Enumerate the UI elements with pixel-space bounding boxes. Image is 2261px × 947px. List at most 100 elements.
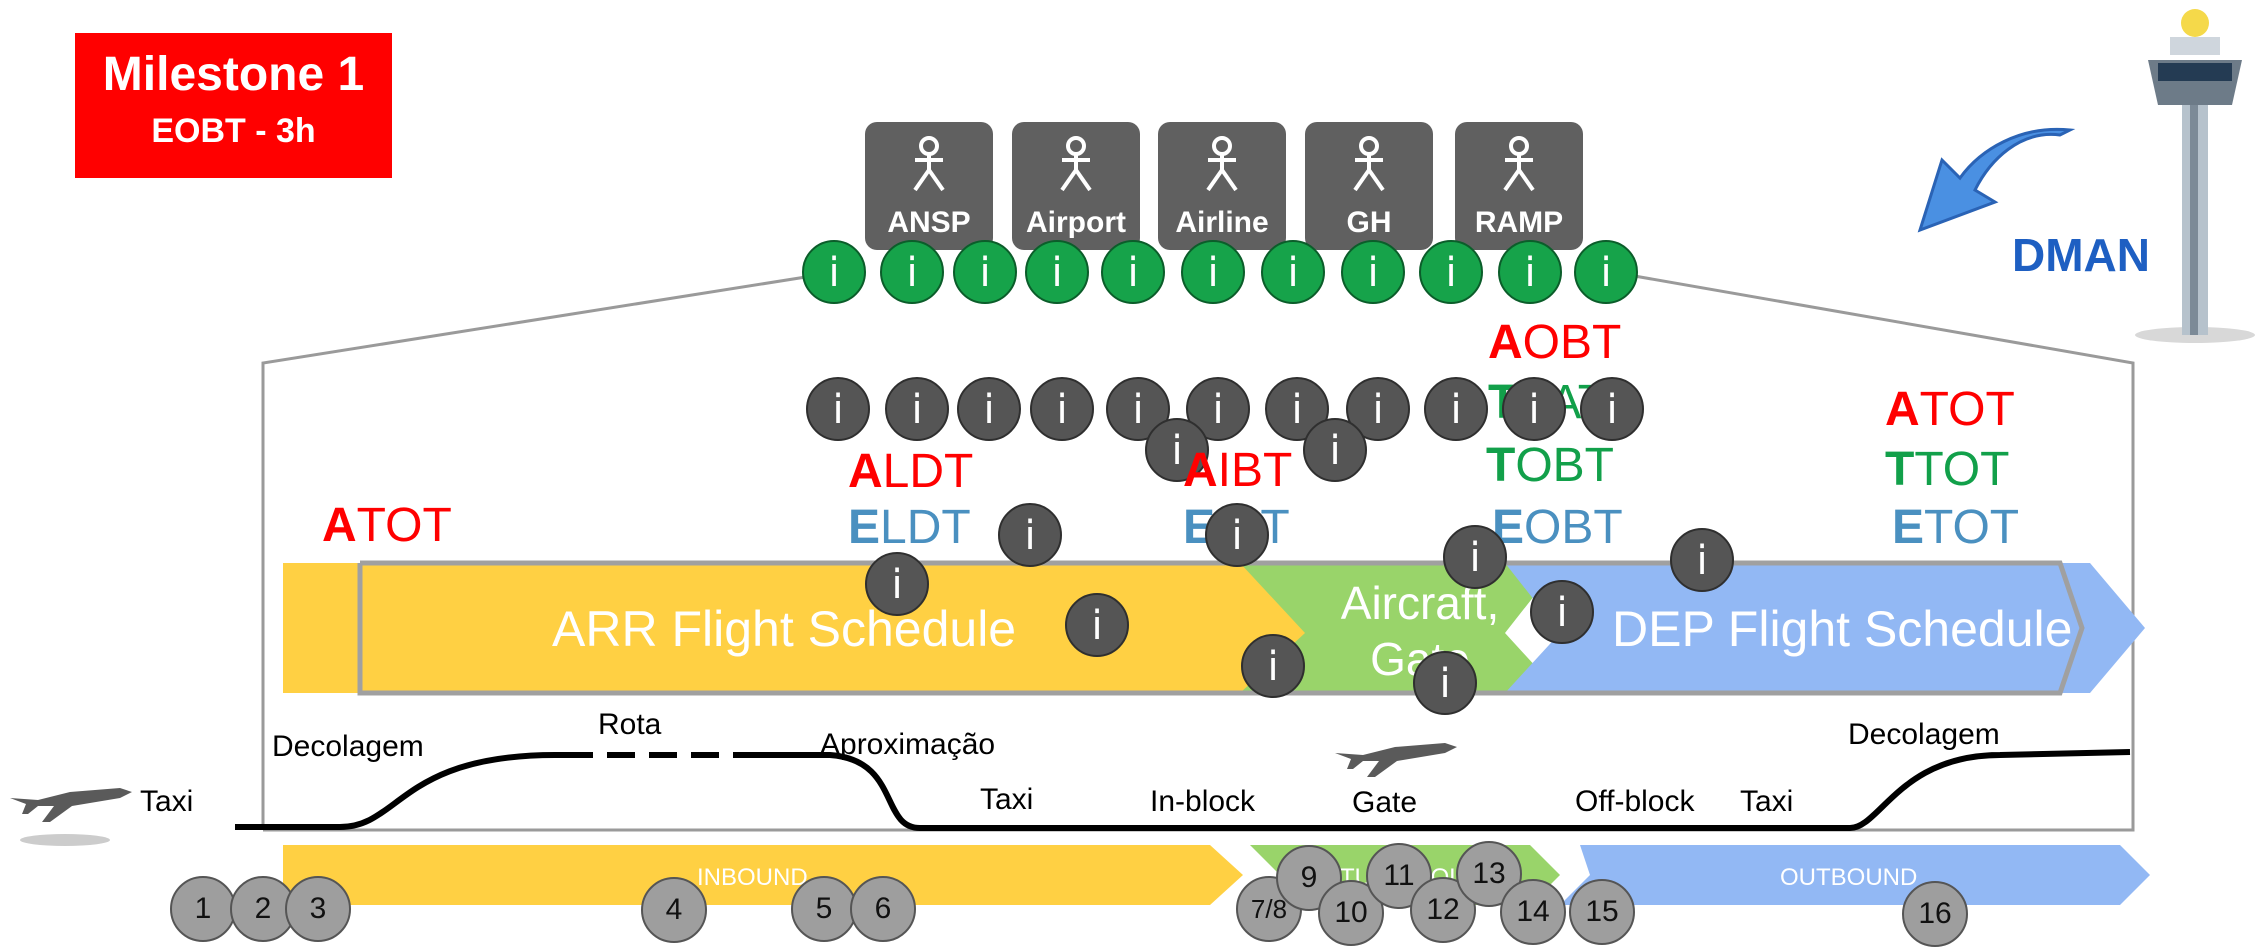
info-icon[interactable]: i [1030, 377, 1094, 441]
step-3[interactable]: 3 [285, 876, 351, 942]
info-icon[interactable]: i [1670, 528, 1734, 592]
phase-taxi-mid: Taxi [980, 783, 1034, 816]
info-icon[interactable]: i [806, 377, 870, 441]
milestone-tobt: TOBT [1486, 439, 1614, 492]
milestone-title: Milestone 1 [102, 48, 365, 101]
step-15[interactable]: 15 [1569, 879, 1635, 945]
info-icon[interactable]: i [1106, 377, 1170, 441]
milestone-atot-left: ATOT [322, 499, 452, 552]
process-outline [261, 268, 851, 830]
person-icon [1503, 136, 1535, 192]
person-icon [1353, 136, 1385, 192]
info-icon[interactable]: i [1424, 377, 1488, 441]
info-icon[interactable]: i [1101, 240, 1165, 304]
info-icon[interactable]: i [1205, 503, 1269, 567]
band-border [357, 560, 2085, 696]
info-icon[interactable]: i [1443, 525, 1507, 589]
milestone-aldt: ALDT [848, 445, 974, 498]
outbound-band-shape [1560, 845, 2150, 905]
milestone-eldt: ELDT [848, 501, 971, 554]
control-tower-icon [2135, 9, 2255, 343]
actor-label: Airport [1026, 206, 1126, 239]
info-icon[interactable]: i [1498, 240, 1562, 304]
milestone-box: Milestone 1 EOBT - 3h [75, 33, 392, 178]
phase-decolagem-right: Decolagem [1848, 718, 2000, 751]
outbound-label: OUTBOUND [1780, 864, 1918, 891]
info-icon[interactable]: i [1145, 418, 1209, 482]
info-icon[interactable]: i [1419, 240, 1483, 304]
step-16[interactable]: 16 [1902, 881, 1968, 947]
flight-profile-descent [740, 749, 2131, 831]
step-5[interactable]: 5 [791, 876, 857, 942]
dep-band-tip [2060, 563, 2145, 693]
phase-aproximacao: Aproximação [820, 728, 996, 761]
info-icon[interactable]: i [1181, 240, 1245, 304]
milestone-aobt: AOBT [1488, 316, 1622, 369]
inbound-band-shape [283, 845, 1243, 905]
milestone-ttot: TTOT [1885, 443, 2010, 496]
info-icon[interactable]: i [880, 240, 944, 304]
step-13[interactable]: 13 [1456, 841, 1522, 907]
step-6[interactable]: 6 [850, 876, 916, 942]
actor-label: RAMP [1474, 206, 1564, 239]
dep-band-shape [1505, 563, 2140, 693]
arr-flight-schedule-label: ARR Flight Schedule [552, 601, 1017, 657]
phase-decolagem-left: Decolagem [272, 730, 424, 763]
info-icon[interactable]: i [998, 503, 1062, 567]
info-icon[interactable]: i [1341, 240, 1405, 304]
milestone-etot: ETOT [1892, 501, 2020, 554]
info-icon[interactable]: i [1241, 634, 1305, 698]
phase-in-block: In-block [1150, 785, 1256, 818]
info-icon[interactable]: i [1580, 377, 1644, 441]
phase-taxi-left: Taxi [140, 785, 194, 818]
aircraft-gate-band-shape [1240, 563, 1560, 693]
actor-airline: Airline [1158, 122, 1286, 250]
step-1[interactable]: 1 [170, 876, 236, 942]
info-icon[interactable]: i [1261, 240, 1325, 304]
airplane-gate-icon [1335, 743, 1457, 777]
step-14[interactable]: 14 [1500, 879, 1566, 945]
info-icon[interactable]: i [953, 240, 1017, 304]
info-icon[interactable]: i [802, 240, 866, 304]
step-9[interactable]: 9 [1276, 845, 1342, 911]
info-icon[interactable]: i [865, 552, 929, 616]
info-icon[interactable]: i [1413, 651, 1477, 715]
actor-gh: GH [1305, 122, 1433, 250]
milestone-aibt: AIBT [1183, 444, 1293, 497]
actor-label: ANSP [887, 206, 971, 239]
flight-profile-line [235, 752, 565, 830]
dep-flight-schedule-label: DEP Flight Schedule [1612, 601, 2073, 657]
phase-taxi-right: Taxi [1740, 785, 1794, 818]
info-icon[interactable]: i [1574, 240, 1638, 304]
arr-band-shape [283, 563, 1315, 693]
info-icon[interactable]: i [1530, 580, 1594, 644]
actor-label: GH [1346, 206, 1392, 239]
info-icon[interactable]: i [957, 377, 1021, 441]
milestone-atot-right: ATOT [1885, 383, 2015, 436]
info-icon[interactable]: i [1065, 593, 1129, 657]
person-icon [1206, 136, 1238, 192]
actor-ramp: RAMP [1455, 122, 1583, 250]
info-icon[interactable]: i [885, 377, 949, 441]
person-icon [913, 136, 945, 192]
step-12[interactable]: 12 [1410, 877, 1476, 943]
person-icon [1060, 136, 1092, 192]
airplane-left-icon [10, 788, 132, 846]
actor-label: Airline [1175, 206, 1269, 239]
inbound-label: INBOUND [697, 864, 808, 891]
dman-arrow-icon [1917, 127, 2076, 233]
actor-ansp: ANSP [865, 122, 993, 250]
milestone-eobt: EOBT [1492, 501, 1623, 554]
actor-airport: Airport [1012, 122, 1140, 250]
phase-off-block: Off-block [1575, 785, 1695, 818]
info-icon[interactable]: i [1025, 240, 1089, 304]
step-4[interactable]: 4 [641, 877, 707, 943]
step-10[interactable]: 10 [1318, 880, 1384, 946]
milestone-subtitle: EOBT - 3h [151, 112, 316, 150]
info-icon[interactable]: i [1502, 377, 1566, 441]
phase-rota: Rota [598, 708, 662, 741]
dman-label: DMAN [2012, 229, 2150, 281]
info-icon[interactable]: i [1303, 418, 1367, 482]
